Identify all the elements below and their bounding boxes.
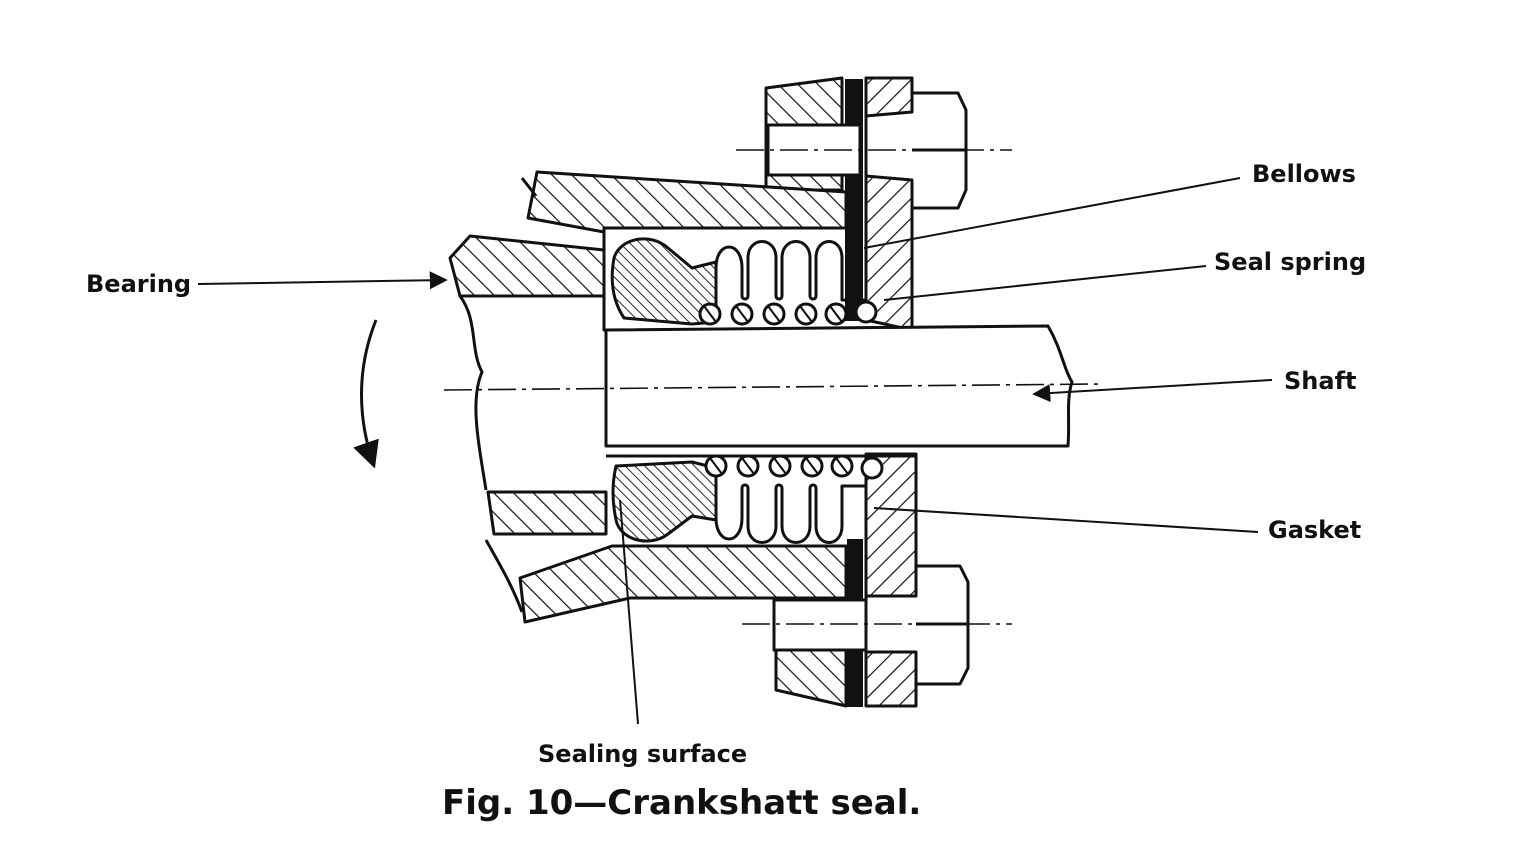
seal-spring-label: Seal spring <box>1214 248 1366 276</box>
seal-ring-upper <box>610 237 718 326</box>
rotation-arrow <box>353 319 379 469</box>
seal-ring-lower <box>611 460 718 543</box>
figure-caption: Fig. 10—Crankshatt seal. <box>442 783 921 823</box>
top-bolt <box>736 91 1012 210</box>
housing-lower <box>518 454 916 624</box>
shaft-label: Shaft <box>1284 367 1356 395</box>
bellows-label: Bellows <box>1252 160 1356 188</box>
crankshaft-body <box>458 295 524 613</box>
bellows-leader <box>863 177 1241 249</box>
seal-spring-leader <box>883 265 1207 301</box>
bottom-bolt <box>742 564 1012 686</box>
bellows-lower <box>714 483 866 544</box>
sealing-surface-label: Sealing surface <box>538 740 747 768</box>
bearing-upper <box>448 234 606 298</box>
seal-spring-lower <box>704 454 884 480</box>
shaft <box>443 324 1101 448</box>
bearing-label: Bearing <box>86 270 191 298</box>
bearing-lower <box>486 490 608 536</box>
shaft-leader <box>1032 379 1273 403</box>
seal-spring-upper <box>698 300 878 326</box>
gasket-leader <box>873 507 1259 533</box>
sealing-surface-leader <box>619 499 639 725</box>
gasket-label: Gasket <box>1268 516 1361 544</box>
bearing-leader <box>197 271 448 290</box>
bellows-upper <box>714 240 866 302</box>
